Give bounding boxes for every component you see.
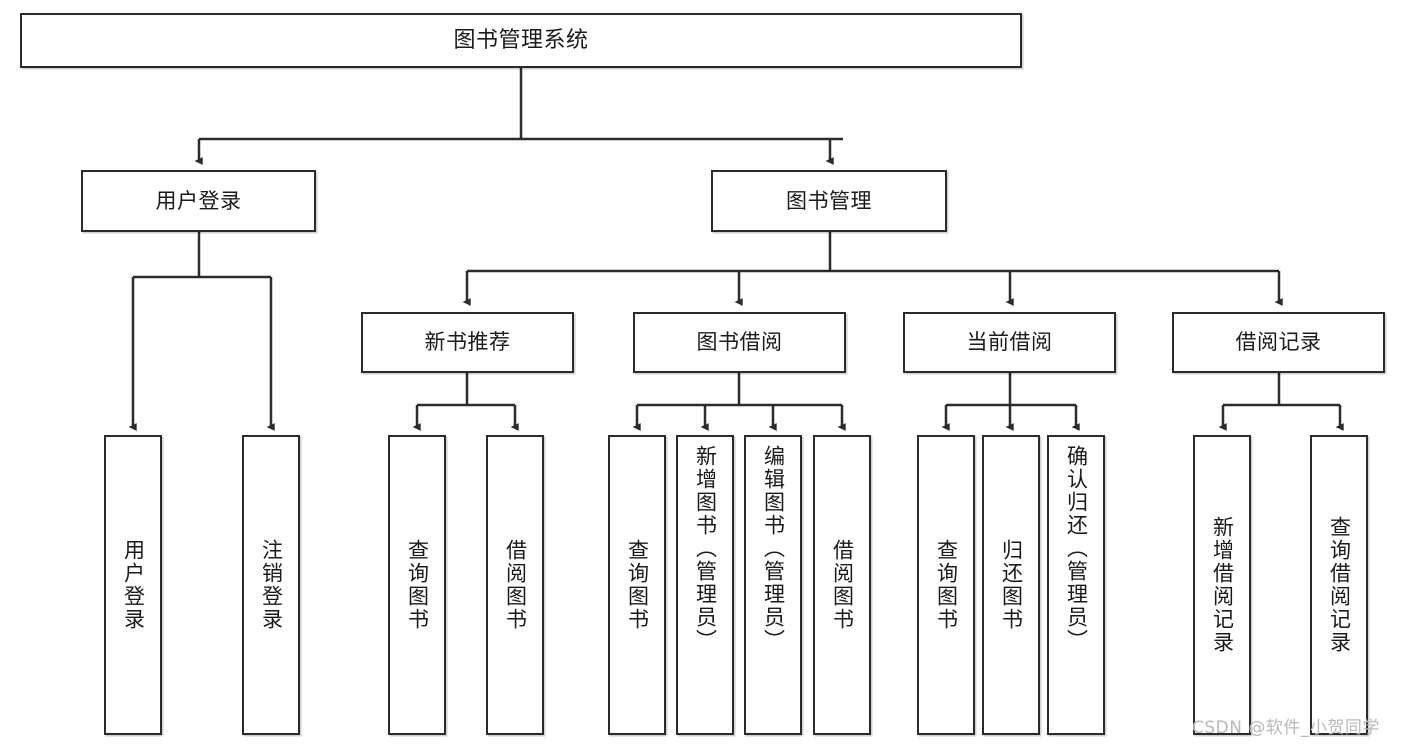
node-leaf-logout-login[interactable]: 注销登录 bbox=[242, 435, 300, 735]
node-leaf-confirm-return-label: 确认归还（管理员） bbox=[1064, 445, 1089, 652]
node-leaf-borrow-book-2[interactable]: 借阅图书 bbox=[813, 435, 871, 735]
node-leaf-query-book-2-label: 查询图书 bbox=[625, 539, 650, 631]
node-borrow-record-label: 借阅记录 bbox=[1235, 330, 1322, 355]
node-new-book-recommend-label: 新书推荐 bbox=[424, 330, 511, 355]
node-book-borrow-label: 图书借阅 bbox=[696, 330, 783, 355]
node-leaf-query-record-label: 查询借阅记录 bbox=[1327, 516, 1352, 654]
node-leaf-edit-book-label: 编辑图书（管理员） bbox=[761, 445, 786, 652]
node-leaf-query-book-2[interactable]: 查询图书 bbox=[608, 435, 666, 735]
node-leaf-query-record[interactable]: 查询借阅记录 bbox=[1310, 435, 1368, 735]
node-leaf-add-book[interactable]: 新增图书（管理员） bbox=[676, 435, 734, 735]
node-book-management[interactable]: 图书管理 bbox=[711, 170, 947, 232]
node-leaf-logout-login-label: 注销登录 bbox=[259, 539, 284, 631]
node-user-login[interactable]: 用户登录 bbox=[81, 170, 316, 232]
node-leaf-user-login-label: 用户登录 bbox=[121, 539, 146, 631]
node-book-borrow[interactable]: 图书借阅 bbox=[633, 312, 846, 373]
node-leaf-confirm-return[interactable]: 确认归还（管理员） bbox=[1047, 435, 1105, 735]
node-leaf-return-book[interactable]: 归还图书 bbox=[982, 435, 1040, 735]
node-current-borrow-label: 当前借阅 bbox=[966, 330, 1053, 355]
node-leaf-add-record-label: 新增借阅记录 bbox=[1210, 516, 1235, 654]
node-root-label: 图书管理系统 bbox=[453, 27, 589, 53]
node-leaf-borrow-book-2-label: 借阅图书 bbox=[830, 539, 855, 631]
node-leaf-query-book-3-label: 查询图书 bbox=[934, 539, 959, 631]
node-leaf-add-book-label: 新增图书（管理员） bbox=[693, 445, 718, 652]
node-book-management-label: 图书管理 bbox=[786, 188, 872, 213]
node-user-login-label: 用户登录 bbox=[155, 188, 242, 213]
node-current-borrow[interactable]: 当前借阅 bbox=[903, 312, 1116, 373]
node-leaf-add-record[interactable]: 新增借阅记录 bbox=[1193, 435, 1251, 735]
node-leaf-edit-book[interactable]: 编辑图书（管理员） bbox=[744, 435, 802, 735]
node-root[interactable]: 图书管理系统 bbox=[20, 13, 1022, 68]
node-leaf-user-login[interactable]: 用户登录 bbox=[104, 435, 162, 735]
node-leaf-return-book-label: 归还图书 bbox=[999, 539, 1024, 631]
node-leaf-query-book-1-label: 查询图书 bbox=[405, 539, 430, 631]
node-leaf-query-book-3[interactable]: 查询图书 bbox=[917, 435, 975, 735]
node-leaf-borrow-book-1-label: 借阅图书 bbox=[503, 539, 528, 631]
node-new-book-recommend[interactable]: 新书推荐 bbox=[361, 312, 574, 373]
watermark-text: CSDN @软件_小贺同学 bbox=[1192, 718, 1380, 738]
node-leaf-query-book-1[interactable]: 查询图书 bbox=[388, 435, 446, 735]
node-borrow-record[interactable]: 借阅记录 bbox=[1172, 312, 1385, 373]
node-leaf-borrow-book-1[interactable]: 借阅图书 bbox=[486, 435, 544, 735]
